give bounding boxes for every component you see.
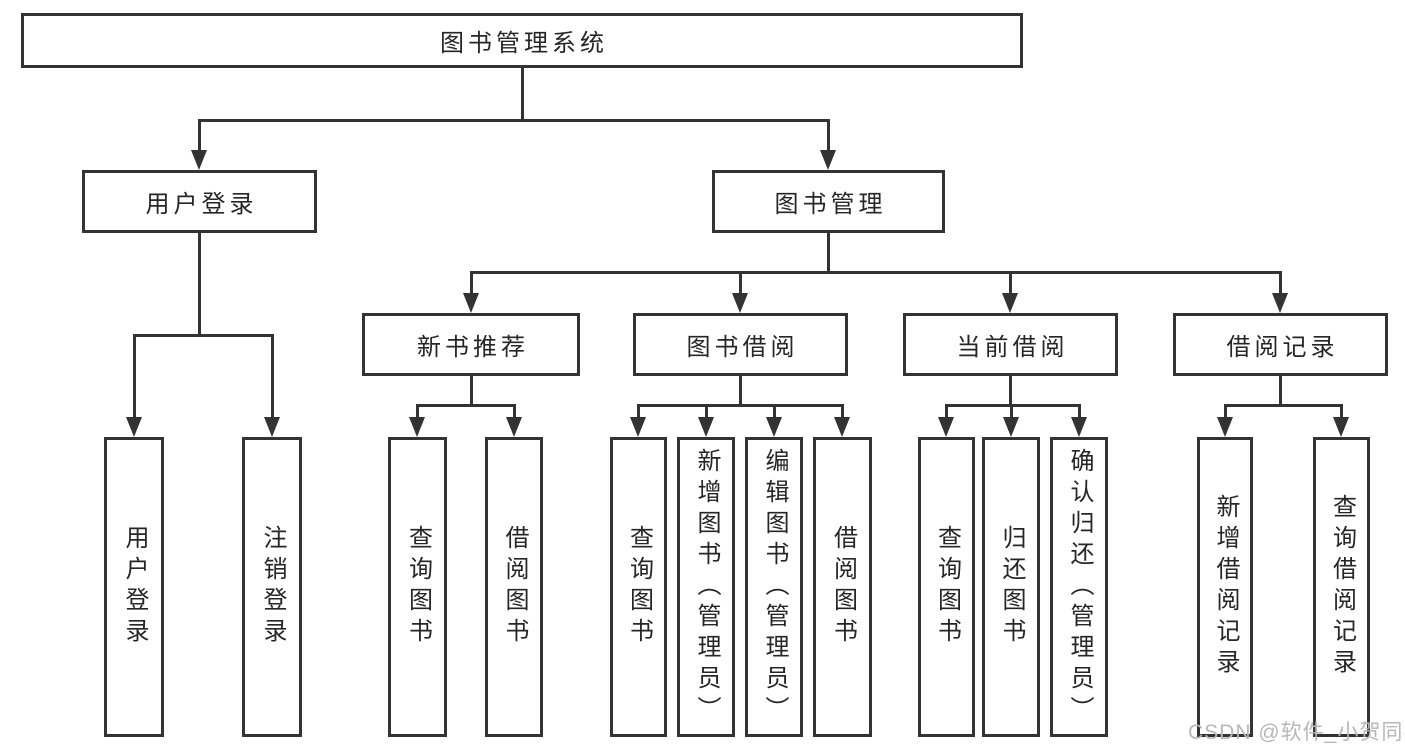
connector-root-drop-right	[827, 119, 830, 152]
node-borrowing-records: 借阅记录	[1173, 313, 1388, 376]
leaf-return-books: 归还图书	[982, 437, 1040, 737]
connector-current-borrowing-rail	[945, 404, 1081, 407]
arrow-to-borrowing-records	[1272, 293, 1288, 313]
connector-borrowing-records-stem	[1279, 376, 1282, 407]
arrow-to-book-management	[820, 150, 836, 170]
connector-book-borrowing-rail	[637, 404, 844, 407]
leaf-add-borrow-record: 新增借阅记录	[1197, 437, 1253, 737]
connector-user-login-rail	[133, 334, 274, 337]
leaf-borrow-books-1-label: 借阅图书	[501, 525, 528, 649]
leaf-logout: 注销登录	[242, 437, 302, 737]
connector-new-book-rail	[416, 404, 516, 407]
watermark: CSDN @软件_小贺同学	[1188, 721, 1405, 744]
connector-borrowing-records-rail	[1224, 404, 1343, 407]
arrow-to-leaf-borrow-books-1	[506, 417, 522, 437]
arrow-to-leaf-query-books-3	[938, 417, 954, 437]
connector-book-mgmt-stem	[827, 233, 830, 274]
arrow-to-new-book-recommend	[463, 293, 479, 313]
leaf-edit-book-admin: 编辑图书（管理员）	[745, 437, 803, 737]
node-new-book-recommend: 新书推荐	[362, 313, 580, 376]
leaf-query-books-3: 查询图书	[918, 437, 975, 737]
connector-new-book-drop-1	[416, 404, 419, 420]
leaf-query-books-2: 查询图书	[610, 437, 667, 737]
arrow-to-book-borrowing	[732, 293, 748, 313]
node-book-management-label: 图书管理	[774, 191, 887, 218]
arrow-to-leaf-add-borrow-record	[1217, 417, 1233, 437]
leaf-add-book-admin-label: 新增图书（管理员）	[693, 447, 720, 727]
node-user-login: 用户登录	[82, 170, 317, 233]
arrow-to-leaf-edit-book	[766, 417, 782, 437]
connector-book-borrowing-drop-2	[705, 404, 708, 420]
connector-root-stem	[521, 68, 524, 119]
connector-root-drop-left	[198, 119, 201, 152]
arrow-to-leaf-logout	[264, 417, 280, 437]
connector-current-borrowing-drop-1	[945, 404, 948, 420]
leaf-return-books-label: 归还图书	[998, 525, 1025, 649]
connector-drop-borrowing-records	[1279, 271, 1282, 295]
leaf-query-books-1: 查询图书	[388, 437, 447, 737]
connector-book-borrowing-drop-4	[841, 404, 844, 420]
arrow-to-user-login	[191, 150, 207, 170]
leaf-user-login-label: 用户登录	[121, 525, 148, 649]
leaf-edit-book-admin-label: 编辑图书（管理员）	[761, 447, 788, 727]
node-user-login-label: 用户登录	[145, 191, 258, 218]
leaf-user-login: 用户登录	[104, 437, 164, 737]
connector-drop-book-borrowing	[739, 271, 742, 295]
node-new-book-recommend-label: 新书推荐	[417, 334, 529, 361]
connector-root-rail	[198, 119, 830, 122]
leaf-query-borrow-record-label: 查询借阅记录	[1328, 494, 1356, 680]
connector-current-borrowing-drop-2	[1010, 404, 1013, 420]
connector-borrowing-records-drop-1	[1224, 404, 1227, 420]
connector-borrowing-records-drop-2	[1340, 404, 1343, 420]
arrow-to-leaf-confirm-return	[1071, 417, 1087, 437]
connector-new-book-stem	[470, 376, 473, 407]
leaf-query-borrow-record: 查询借阅记录	[1313, 437, 1370, 737]
connector-book-borrowing-drop-3	[773, 404, 776, 420]
leaf-borrow-books-2: 借阅图书	[813, 437, 872, 737]
leaf-add-book-admin: 新增图书（管理员）	[677, 437, 735, 737]
leaf-add-borrow-record-label: 新增借阅记录	[1212, 494, 1239, 680]
arrow-to-leaf-query-books-2	[630, 417, 646, 437]
node-current-borrowing: 当前借阅	[903, 313, 1118, 376]
connector-user-login-drop-1	[133, 334, 136, 420]
arrow-to-leaf-query-books-1	[409, 417, 425, 437]
leaf-query-books-1-label: 查询图书	[404, 525, 432, 649]
node-book-borrowing: 图书借阅	[633, 313, 848, 376]
node-root-label: 图书管理系统	[440, 30, 608, 57]
arrow-to-current-borrowing	[1002, 293, 1018, 313]
connector-new-book-drop-2	[513, 404, 516, 420]
arrow-to-leaf-add-book	[698, 417, 714, 437]
node-book-borrowing-label: 图书借阅	[686, 334, 799, 361]
connector-current-borrowing-stem	[1009, 376, 1012, 407]
leaf-query-books-3-label: 查询图书	[933, 525, 961, 649]
connector-user-login-drop-2	[271, 334, 274, 420]
arrow-to-leaf-return-books	[1003, 417, 1019, 437]
arrow-to-leaf-user-login	[126, 417, 142, 437]
node-borrowing-records-label: 借阅记录	[1226, 334, 1339, 361]
node-current-borrowing-label: 当前借阅	[956, 334, 1069, 361]
leaf-borrow-books-1: 借阅图书	[485, 437, 543, 737]
connector-book-borrowing-stem	[739, 376, 742, 407]
connector-user-login-stem	[198, 233, 201, 337]
leaf-confirm-return-admin-label: 确认归还（管理员）	[1066, 447, 1093, 727]
arrow-to-leaf-borrow-books-2	[834, 417, 850, 437]
connector-drop-new-book	[470, 271, 473, 295]
connector-book-mgmt-rail	[470, 271, 1282, 274]
arrow-to-leaf-query-borrow-record	[1333, 417, 1349, 437]
connector-current-borrowing-drop-3	[1078, 404, 1081, 420]
node-root: 图书管理系统	[21, 13, 1023, 68]
leaf-logout-label: 注销登录	[259, 525, 286, 649]
leaf-borrow-books-2-label: 借阅图书	[829, 525, 857, 649]
connector-book-borrowing-drop-1	[637, 404, 640, 420]
leaf-confirm-return-admin: 确认归还（管理员）	[1050, 437, 1108, 737]
leaf-query-books-2-label: 查询图书	[625, 525, 653, 649]
node-book-management: 图书管理	[712, 170, 945, 233]
connector-drop-current-borrowing	[1009, 271, 1012, 295]
